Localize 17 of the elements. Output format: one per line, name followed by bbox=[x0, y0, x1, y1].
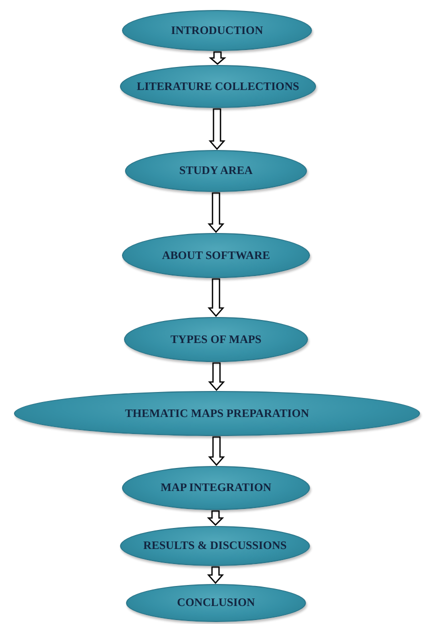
arrow bbox=[208, 362, 225, 391]
arrow bbox=[208, 108, 226, 150]
arrow bbox=[207, 566, 224, 584]
arrow bbox=[208, 436, 225, 466]
arrow bbox=[206, 510, 224, 526]
step-label: ABOUT SOFTWARE bbox=[162, 250, 270, 262]
arrow bbox=[208, 51, 226, 65]
step-label: STUDY AREA bbox=[179, 165, 253, 177]
step-label: RESULTS & DISCUSSIONS bbox=[143, 540, 287, 552]
step-label: INTRODUCTION bbox=[170, 24, 263, 36]
step-label: LITERATURE COLLECTIONS bbox=[136, 80, 300, 92]
step-label: MAP INTEGRATION bbox=[160, 482, 272, 494]
step-label: THEMATIC MAPS PREPARATION bbox=[125, 408, 309, 420]
step-label: TYPES OF MAPS bbox=[170, 334, 262, 346]
arrow bbox=[208, 278, 224, 317]
arrow bbox=[208, 192, 224, 233]
step-label: CONCLUSION bbox=[177, 597, 255, 609]
